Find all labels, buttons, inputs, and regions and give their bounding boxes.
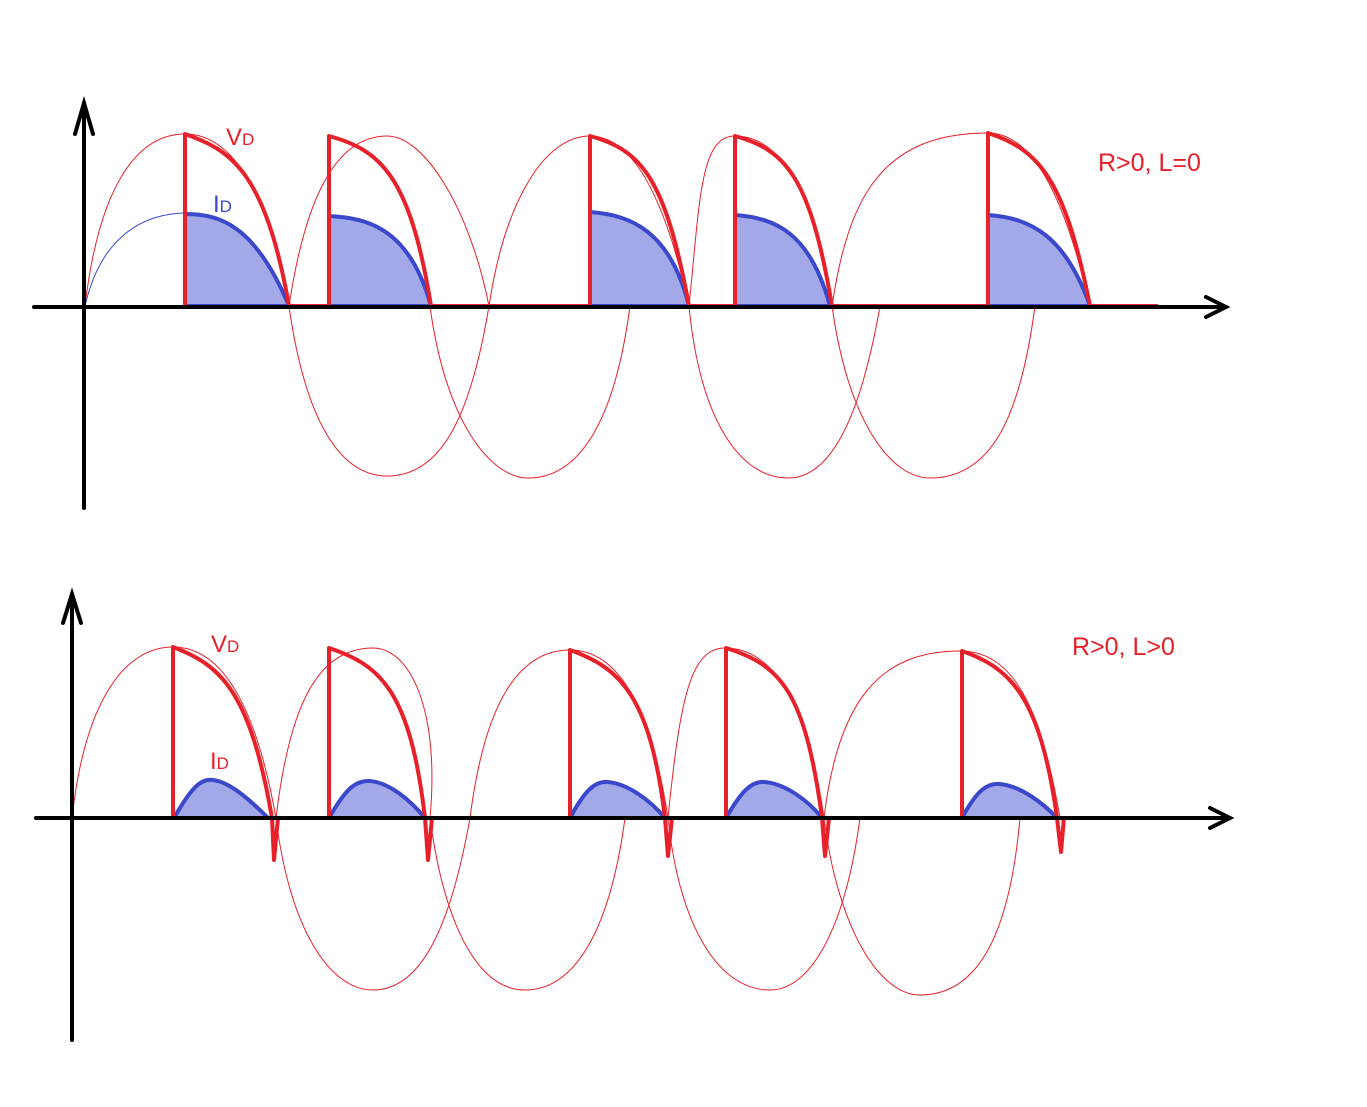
panel-top: VD ID R>0, L=0: [32, 95, 1231, 510]
current-pulse-3: [588, 210, 691, 308]
bottom-condition-label: R>0, L>0: [1072, 633, 1175, 661]
top-voltage-label: VD: [226, 124, 254, 151]
current-bump-2: [327, 778, 427, 820]
bottom-y-arrowhead: [61, 587, 83, 625]
voltage-pulse-2: [327, 134, 590, 308]
top-current-sine: [84, 212, 188, 307]
voltage-pulse-b1: [171, 645, 329, 862]
top-condition-label: R>0, L=0: [1098, 149, 1201, 177]
panel-bottom: VD ID R>0, L>0: [34, 587, 1235, 1042]
current-pulse-5: [986, 213, 1092, 308]
bottom-x-arrowhead: [1208, 806, 1235, 830]
current-bump-1: [172, 777, 270, 820]
bottom-sine-envelopes: [71, 646, 1061, 996]
voltage-pulse-3: [588, 134, 735, 308]
voltage-pulse-b3: [568, 648, 726, 858]
current-bump-3: [568, 779, 667, 820]
top-voltage-trace: [183, 131, 1158, 308]
bottom-axes: [34, 587, 1235, 1042]
voltage-pulse-5: [986, 131, 1158, 308]
current-bump-5: [960, 781, 1059, 820]
voltage-pulse-1: [183, 132, 329, 308]
voltage-pulse-4: [733, 134, 988, 308]
bottom-voltage-label: VD: [211, 631, 239, 658]
current-bump-4: [724, 779, 824, 820]
top-negative-sine: [288, 305, 1036, 479]
bottom-current-fill: [172, 777, 1059, 820]
top-x-arrowhead: [1204, 295, 1231, 319]
current-pulse-4: [733, 213, 832, 308]
bottom-current-label: ID: [210, 748, 229, 775]
voltage-pulse-b4: [724, 646, 962, 858]
top-current-label: ID: [213, 191, 232, 218]
bottom-voltage-trace: [171, 645, 1066, 862]
voltage-pulse-b5: [960, 649, 1066, 854]
top-current-fill: [183, 210, 1092, 308]
top-axes: [32, 95, 1231, 510]
current-pulse-1: [183, 212, 291, 308]
voltage-pulse-b2: [327, 646, 570, 862]
top-y-arrowhead: [73, 95, 95, 136]
bottom-negative-sine: [275, 817, 1021, 996]
